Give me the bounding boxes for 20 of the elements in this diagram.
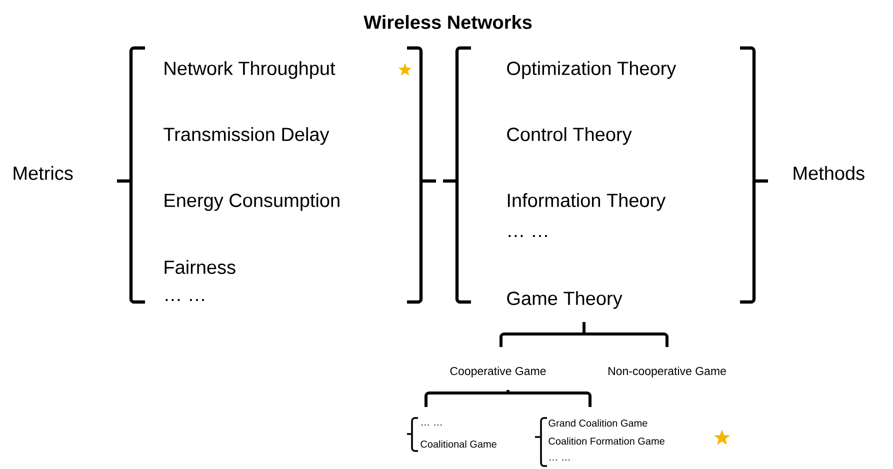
ellipsis: … … bbox=[550, 459, 570, 461]
game-type-label: Non-cooperative Game bbox=[608, 366, 726, 378]
ellipsis: … … bbox=[508, 235, 547, 238]
metric-item: Fairness bbox=[164, 260, 236, 274]
metric-item: Network Throughput bbox=[164, 61, 336, 79]
game-label: Grand Coalition Game bbox=[548, 419, 648, 427]
method-item: Optimization Theory bbox=[507, 61, 676, 79]
method-item: Information Theory bbox=[508, 193, 666, 211]
metric-item: Energy Consumption bbox=[164, 193, 340, 211]
category-label: Metrics bbox=[14, 166, 73, 180]
ellipsis: … … bbox=[166, 299, 204, 302]
diagram-title: Wireless Networks bbox=[364, 15, 532, 29]
metric-item: Transmission Delay bbox=[164, 127, 330, 145]
method-item: Control Theory bbox=[507, 127, 632, 145]
game-label: Coalition Formation Game bbox=[548, 437, 664, 445]
game-type-label: Cooperative Game bbox=[450, 366, 546, 378]
game-label: Coalitional Game bbox=[420, 440, 496, 448]
method-item: Game Theory bbox=[507, 291, 622, 309]
category-label: Methods bbox=[794, 166, 864, 180]
ellipsis: … … bbox=[422, 424, 442, 426]
